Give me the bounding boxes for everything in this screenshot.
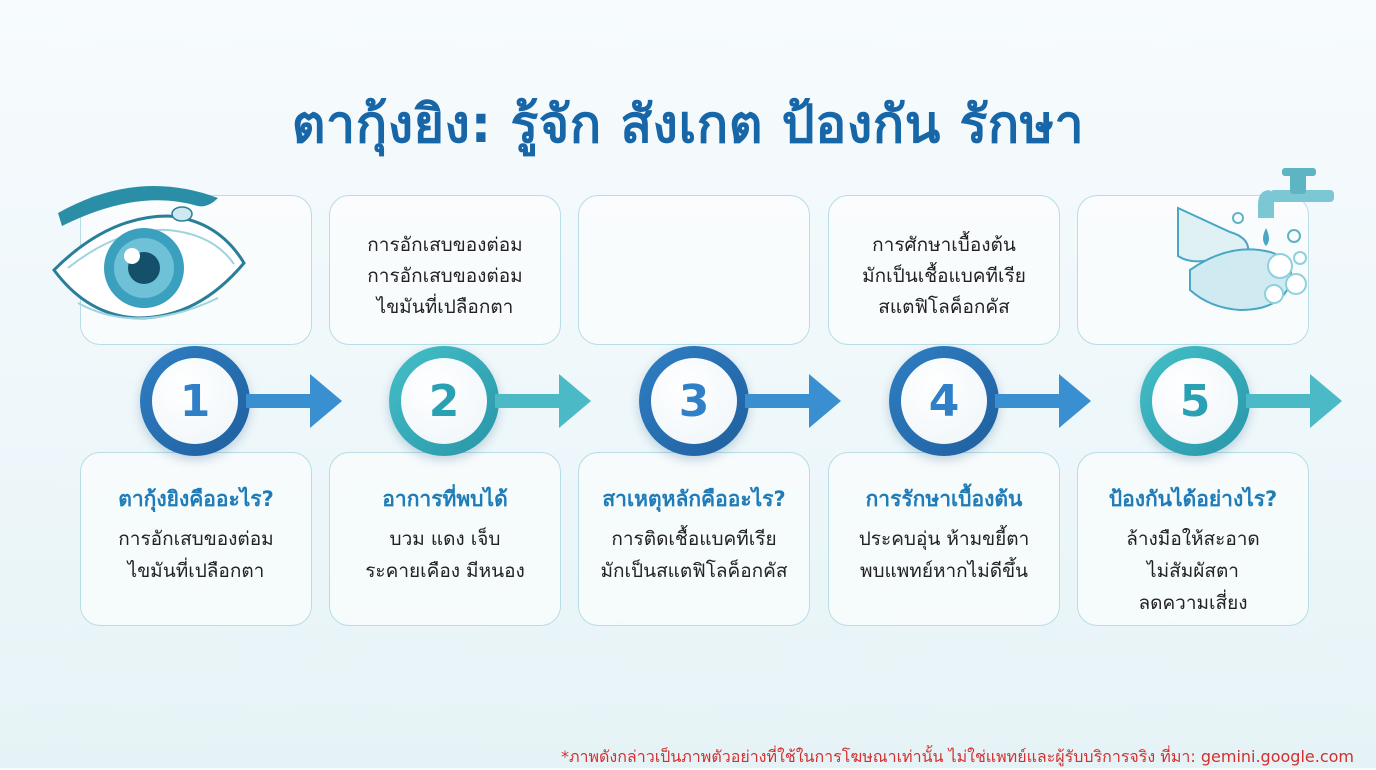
arrow-right-icon: [745, 374, 841, 428]
bottom-card-2: อาการที่พบได้ บวม แดง เจ็บ ระคายเคือง มี…: [329, 452, 561, 626]
disclaimer-footnote: *ภาพดังกล่าวเป็นภาพตัวอย่างที่ใช้ในการโฆ…: [560, 747, 1354, 766]
bottom-card-4: การรักษาเบื้องต้น ประคบอุ่น ห้ามขยี้ตา พ…: [828, 452, 1060, 626]
step-description: ล้างมือให้สะอาด ไม่สัมผัสตา ลดความเสี่ยง: [1126, 528, 1260, 614]
step-description: บวม แดง เจ็บ ระคายเคือง มีหนอง: [365, 528, 525, 582]
arrow-right-icon: [495, 374, 591, 428]
step-number: 2: [401, 358, 487, 444]
step-circle-4: 4: [889, 346, 999, 456]
step-circle-5: 5: [1140, 346, 1250, 456]
step-title: อาการที่พบได้: [382, 487, 508, 511]
step-description: ประคบอุ่น ห้ามขยี้ตา พบแพทย์หากไม่ดีขึ้น: [858, 528, 1030, 582]
eye-icon: [52, 186, 246, 320]
top-card-text: การศักษาเบื้องต้น มักเป็นเชื้อแบคทีเรีย …: [862, 234, 1026, 318]
top-card-2: การอักเสบของต่อม การอักเสบของต่อม ไขมันท…: [329, 195, 561, 345]
step-description: การอักเสบของต่อม ไขมันที่เปลือกตา: [118, 528, 274, 582]
page-title: ตากุ้งยิง: รู้จัก สังเกต ป้องกัน รักษา: [291, 95, 1085, 155]
bottom-card-3: สาเหตุหลักคืออะไร? การติดเชื้อแบคทีเรีย …: [578, 452, 810, 626]
step-circle-1: 1: [140, 346, 250, 456]
step-circle-3: 3: [639, 346, 749, 456]
arrow-right-icon: [246, 374, 342, 428]
step-number: 1: [152, 358, 238, 444]
bottom-card-1: ตากุ้งยิงคืออะไร? การอักเสบของต่อม ไขมัน…: [80, 452, 312, 626]
top-card-text: การอักเสบของต่อม การอักเสบของต่อม ไขมันท…: [367, 234, 523, 318]
step-number: 4: [901, 358, 987, 444]
step-description: การติดเชื้อแบคทีเรีย มักเป็นสแตฟิโลค็อกค…: [600, 528, 788, 582]
bottom-card-5: ป้องกันได้อย่างไร? ล้างมือให้สะอาด ไม่สั…: [1077, 452, 1309, 626]
arrow-right-icon: [1246, 374, 1342, 428]
step-title: สาเหตุหลักคืออะไร?: [602, 487, 786, 511]
arrow-right-icon: [995, 374, 1091, 428]
top-card-3: [578, 195, 810, 345]
step-circle-2: 2: [389, 346, 499, 456]
step-number: 5: [1152, 358, 1238, 444]
top-card-4: การศักษาเบื้องต้น มักเป็นเชื้อแบคทีเรีย …: [828, 195, 1060, 345]
step-title: ตากุ้งยิงคืออะไร?: [118, 487, 274, 511]
step-title: การรักษาเบื้องต้น: [865, 487, 1023, 511]
step-number: 3: [651, 358, 737, 444]
step-title: ป้องกันได้อย่างไร?: [1108, 487, 1278, 511]
handwash-faucet-icon: [1177, 168, 1334, 312]
